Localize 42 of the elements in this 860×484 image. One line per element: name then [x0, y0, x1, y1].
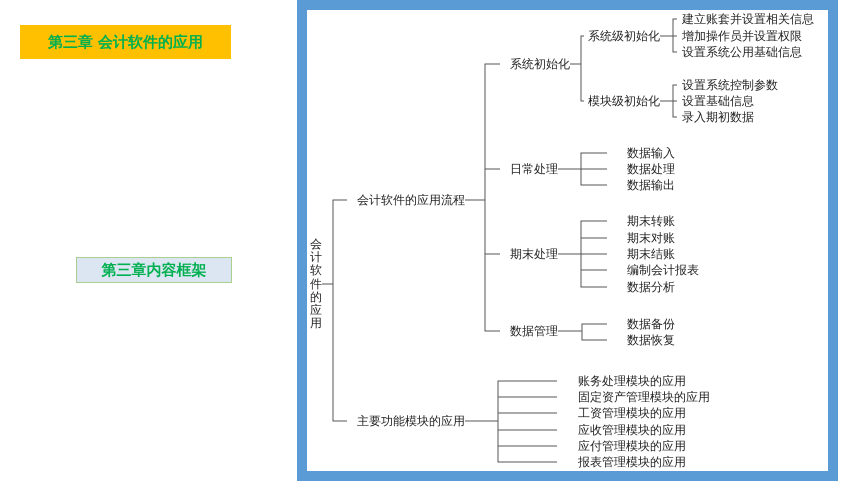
- tree-label: 系统级初始化: [584, 28, 660, 44]
- tree-label: 期末转账: [607, 213, 675, 229]
- tree-label: 数据备份: [607, 316, 675, 332]
- tree-label: 会计软件的应用流程: [347, 192, 465, 208]
- tree-label: 数据输出: [607, 177, 675, 193]
- tree-label: 数据管理: [500, 323, 558, 339]
- bracket-connector: [660, 36, 678, 52]
- bracket-connector: [570, 64, 584, 102]
- tree-label: 账务处理模块的应用: [557, 373, 686, 389]
- tree-label: 数据分析: [607, 279, 675, 295]
- tree-label: 数据恢复: [607, 332, 675, 348]
- tree-label: 设置系统公用基础信息: [677, 44, 802, 60]
- tree-label: 模块级初始化: [584, 93, 660, 109]
- tree-label: 数据处理: [607, 161, 675, 177]
- tree-label: 报表管理模块的应用: [557, 454, 686, 470]
- section-heading-box: 第三章内容框架: [76, 257, 232, 283]
- tree-label: 增加操作员并设置权限: [677, 28, 802, 44]
- bracket-connector: [558, 254, 608, 288]
- tree-label: 期末结账: [607, 246, 675, 262]
- tree-label: 工资管理模块的应用: [557, 405, 686, 421]
- tree-label: 主要功能模块的应用: [347, 413, 465, 429]
- tree-label: 期末对账: [607, 230, 675, 246]
- chapter-title-banner: 第三章 会计软件的应用: [20, 25, 231, 59]
- bracket-connector: [558, 330, 608, 340]
- tree-label: 应收管理模块的应用: [557, 422, 686, 438]
- tree-label: 设置系统控制参数: [677, 77, 778, 93]
- bracket-connector: [322, 284, 348, 422]
- tree-label: 录入期初数据: [677, 109, 754, 125]
- tree-label: 设置基础信息: [677, 93, 754, 109]
- tree-label: 固定资产管理模块的应用: [557, 389, 710, 405]
- tree-label: 建立账套并设置相关信息: [677, 11, 814, 27]
- tree-label: 数据输入: [607, 145, 675, 161]
- tree-label: 编制会计报表: [607, 262, 699, 278]
- tree-label: 系统初始化: [500, 56, 570, 72]
- tree-label: 应付管理模块的应用: [557, 438, 686, 454]
- root-label: 会计软件的应用: [310, 238, 322, 330]
- bracket-connector: [558, 168, 608, 186]
- bracket-connector: [464, 420, 558, 462]
- tree-label: 日常处理: [500, 161, 558, 177]
- bracket-connector: [464, 200, 500, 332]
- tree-label: 期末处理: [500, 246, 558, 262]
- bracket-connector: [660, 100, 678, 118]
